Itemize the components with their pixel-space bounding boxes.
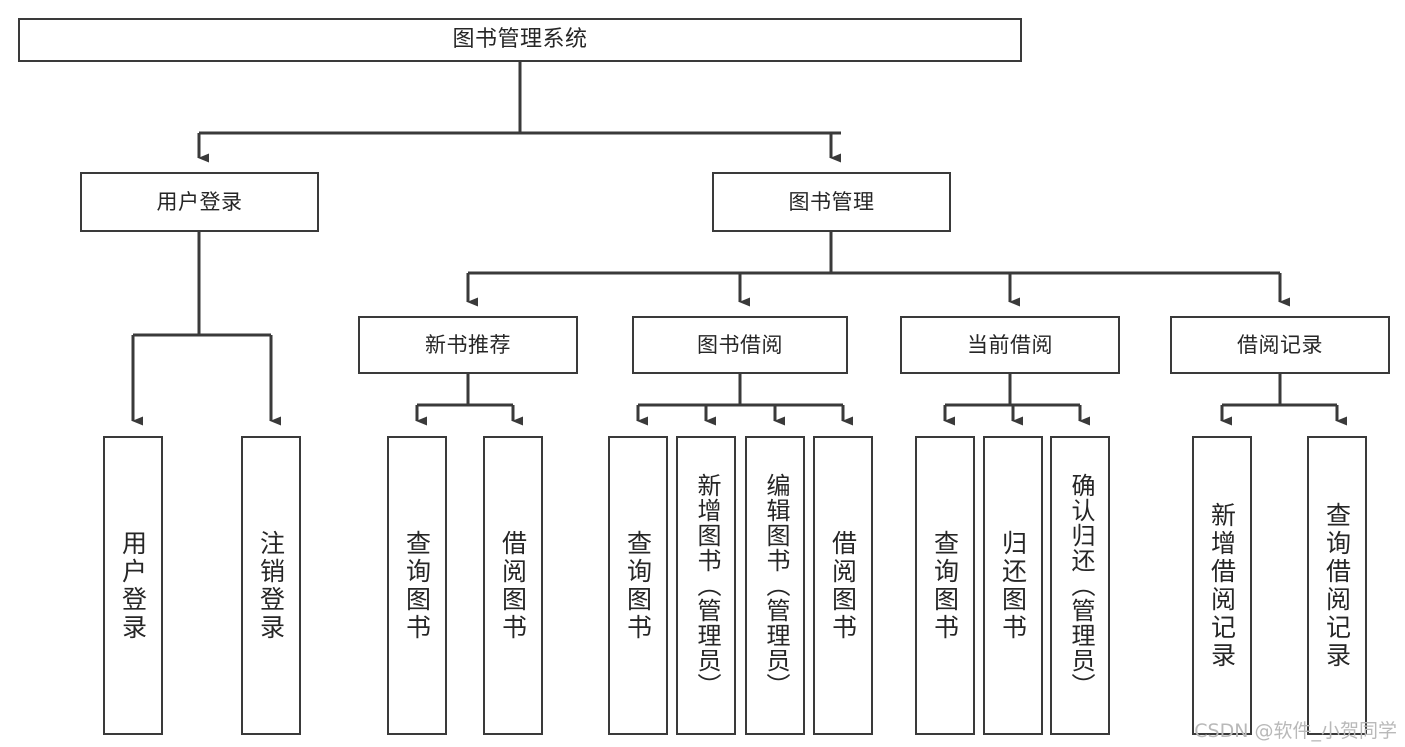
node-book-management-label: 图书管理 xyxy=(788,189,875,214)
leaf-current-return-book-label: 归还图书 xyxy=(998,529,1028,642)
leaf-borrow-borrow-book[interactable]: 借阅图书 xyxy=(813,436,873,735)
leaf-borrow-borrow-book-label: 借阅图书 xyxy=(828,529,858,642)
leaf-newbook-query-book-label: 查询图书 xyxy=(402,529,432,642)
leaf-borrow-query-book-label: 查询图书 xyxy=(623,529,653,642)
leaf-record-query-record[interactable]: 查询借阅记录 xyxy=(1307,436,1367,735)
node-borrow-record[interactable]: 借阅记录 xyxy=(1170,316,1390,374)
node-book-management[interactable]: 图书管理 xyxy=(712,172,951,232)
leaf-borrow-edit-book-admin-label: 编辑图书（管理员） xyxy=(761,473,790,698)
node-user-login[interactable]: 用户登录 xyxy=(80,172,319,232)
leaf-record-add-record-label: 新增借阅记录 xyxy=(1207,501,1237,670)
node-book-borrow[interactable]: 图书借阅 xyxy=(632,316,848,374)
leaf-logout-label: 注销登录 xyxy=(256,529,286,642)
leaf-borrow-add-book-admin[interactable]: 新增图书（管理员） xyxy=(676,436,736,735)
leaf-current-confirm-return-admin[interactable]: 确认归还（管理员） xyxy=(1050,436,1110,735)
leaf-borrow-edit-book-admin[interactable]: 编辑图书（管理员） xyxy=(745,436,805,735)
leaf-current-query-book-label: 查询图书 xyxy=(930,529,960,642)
leaf-user-login[interactable]: 用户登录 xyxy=(103,436,163,735)
leaf-newbook-query-book[interactable]: 查询图书 xyxy=(387,436,447,735)
leaf-newbook-borrow-book[interactable]: 借阅图书 xyxy=(483,436,543,735)
leaf-record-query-record-label: 查询借阅记录 xyxy=(1322,501,1352,670)
leaf-current-return-book[interactable]: 归还图书 xyxy=(983,436,1043,735)
node-book-borrow-label: 图书借阅 xyxy=(697,332,783,357)
node-new-book-recommend-label: 新书推荐 xyxy=(425,332,511,357)
node-current-borrow-label: 当前借阅 xyxy=(967,332,1053,357)
leaf-user-login-label: 用户登录 xyxy=(118,529,148,642)
leaf-current-query-book[interactable]: 查询图书 xyxy=(915,436,975,735)
node-new-book-recommend[interactable]: 新书推荐 xyxy=(358,316,578,374)
node-user-login-label: 用户登录 xyxy=(156,189,243,214)
node-root[interactable]: 图书管理系统 xyxy=(18,18,1022,62)
leaf-borrow-add-book-admin-label: 新增图书（管理员） xyxy=(692,473,721,698)
node-current-borrow[interactable]: 当前借阅 xyxy=(900,316,1120,374)
node-root-label: 图书管理系统 xyxy=(452,27,588,52)
leaf-logout[interactable]: 注销登录 xyxy=(241,436,301,735)
leaf-current-confirm-return-admin-label: 确认归还（管理员） xyxy=(1066,473,1095,698)
leaf-borrow-query-book[interactable]: 查询图书 xyxy=(608,436,668,735)
leaf-newbook-borrow-book-label: 借阅图书 xyxy=(498,529,528,642)
node-borrow-record-label: 借阅记录 xyxy=(1237,332,1323,357)
leaf-record-add-record[interactable]: 新增借阅记录 xyxy=(1192,436,1252,735)
